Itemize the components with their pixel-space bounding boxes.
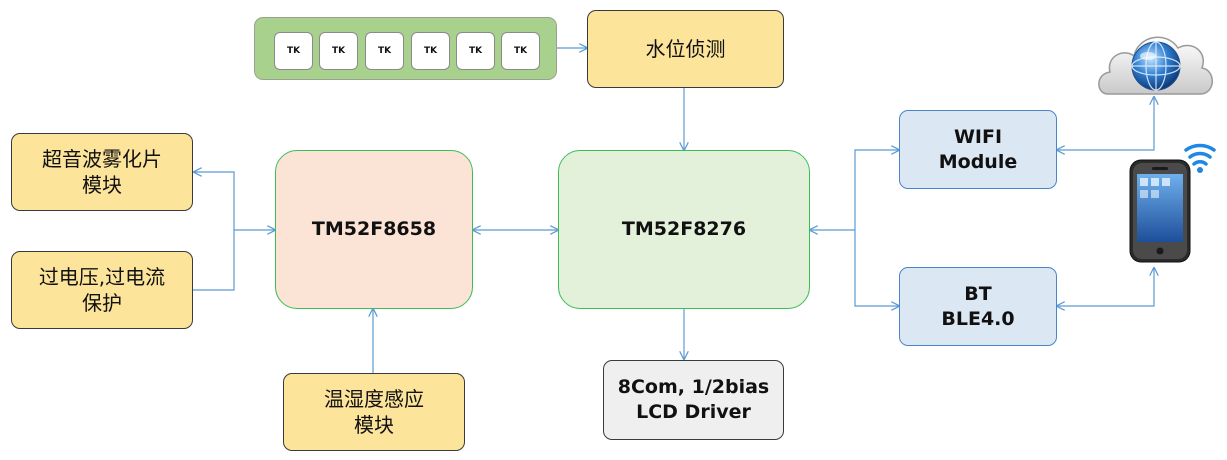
lcd-driver-block: 8Com, 1/2bias LCD Driver: [603, 360, 784, 440]
cloud-globe-icon: [1098, 36, 1213, 95]
bt-module-block: BT BLE4.0: [899, 267, 1057, 346]
temp-humidity-label-line2: 模块: [354, 413, 394, 437]
wifi-label-line2: Module: [938, 150, 1018, 173]
lcd-label-line1: 8Com, 1/2bias: [617, 376, 770, 399]
mcu-tm52f8658: TM52F8658: [275, 150, 473, 309]
arrow-bt-phone: [1057, 268, 1154, 306]
protection-block: 过电压,过电流 保护: [11, 251, 193, 329]
arrow-bus-to-wifi: [854, 150, 899, 230]
protection-label-line1: 过电压,过电流: [38, 265, 166, 289]
bt-label-line2: BLE4.0: [941, 307, 1015, 330]
mcu-tm52f8276-label: TM52F8276: [621, 218, 747, 241]
line-protection-to-bus: [193, 230, 235, 291]
touch-key-2: TK: [319, 32, 358, 70]
temp-humidity-label-line1: 温湿度感应: [324, 387, 424, 411]
water-level-block: 水位侦测: [587, 10, 784, 88]
ultrasonic-label-line2: 模块: [82, 173, 122, 197]
touch-key-strip: TK TK TK TK TK TK: [254, 17, 557, 80]
protection-label-line2: 保护: [81, 291, 122, 315]
ultrasonic-block: 超音波雾化片 模块: [11, 133, 193, 211]
water-level-label: 水位侦测: [645, 37, 726, 61]
touch-key-4: TK: [411, 32, 450, 70]
wifi-label-line1: WIFI: [953, 125, 1003, 148]
touch-key-3: TK: [365, 32, 404, 70]
mcu-tm52f8658-label: TM52F8658: [311, 218, 437, 241]
touch-key-5: TK: [456, 32, 495, 70]
smartphone-wifi-icon: [1129, 143, 1216, 263]
arrow-bus-to-ultrasonic: [194, 172, 235, 230]
bt-label-line1: BT: [964, 282, 992, 305]
lcd-label-line2: LCD Driver: [636, 401, 751, 423]
wifi-module-block: WIFI Module: [899, 110, 1057, 189]
arrow-bus-to-bt: [854, 230, 899, 306]
mcu-tm52f8276: TM52F8276: [558, 150, 810, 309]
arrow-wifi-cloud: [1057, 97, 1154, 150]
touch-key-6: TK: [501, 32, 540, 70]
touch-key-1: TK: [274, 32, 313, 70]
ultrasonic-label-line1: 超音波雾化片: [42, 147, 162, 171]
temp-humidity-block: 温湿度感应 模块: [283, 373, 465, 451]
